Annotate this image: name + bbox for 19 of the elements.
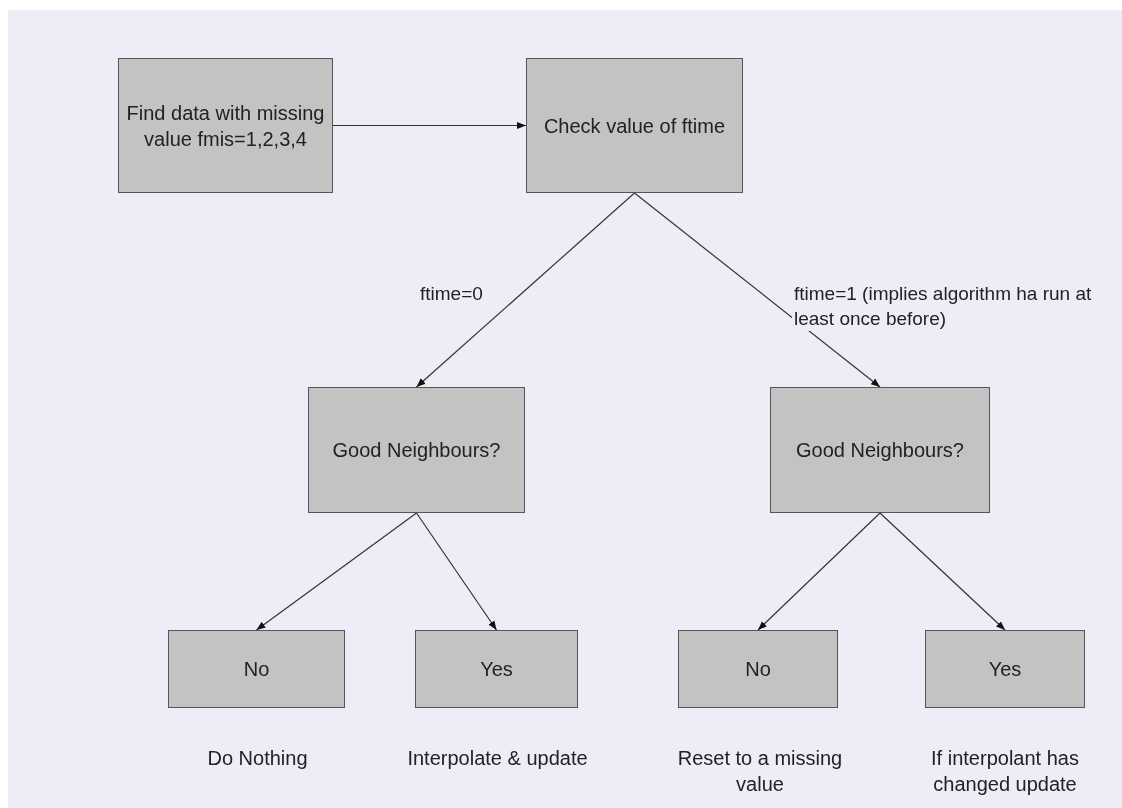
process-box: No [678, 630, 838, 708]
process-box: Find data with missing value fmis=1,2,3,4 [118, 58, 333, 193]
process-box: Good Neighbours? [308, 387, 525, 513]
arrow [255, 512, 418, 631]
arrow [415, 192, 636, 388]
outcome-text: Reset to a missing value [676, 746, 844, 797]
arrow [757, 512, 881, 631]
process-box: No [168, 630, 345, 708]
outcome-text: Do Nothing [206, 746, 309, 771]
arrow [879, 512, 1006, 631]
arrow [415, 512, 498, 631]
outcome-text: If interpolant has changed update [930, 746, 1080, 797]
process-box: Yes [415, 630, 578, 708]
process-box: Check value of ftime [526, 58, 743, 193]
arrow [633, 192, 881, 388]
process-box: Yes [925, 630, 1085, 708]
process-box: Good Neighbours? [770, 387, 990, 513]
arrow [332, 121, 527, 130]
outcome-text: Interpolate & update [406, 746, 589, 771]
